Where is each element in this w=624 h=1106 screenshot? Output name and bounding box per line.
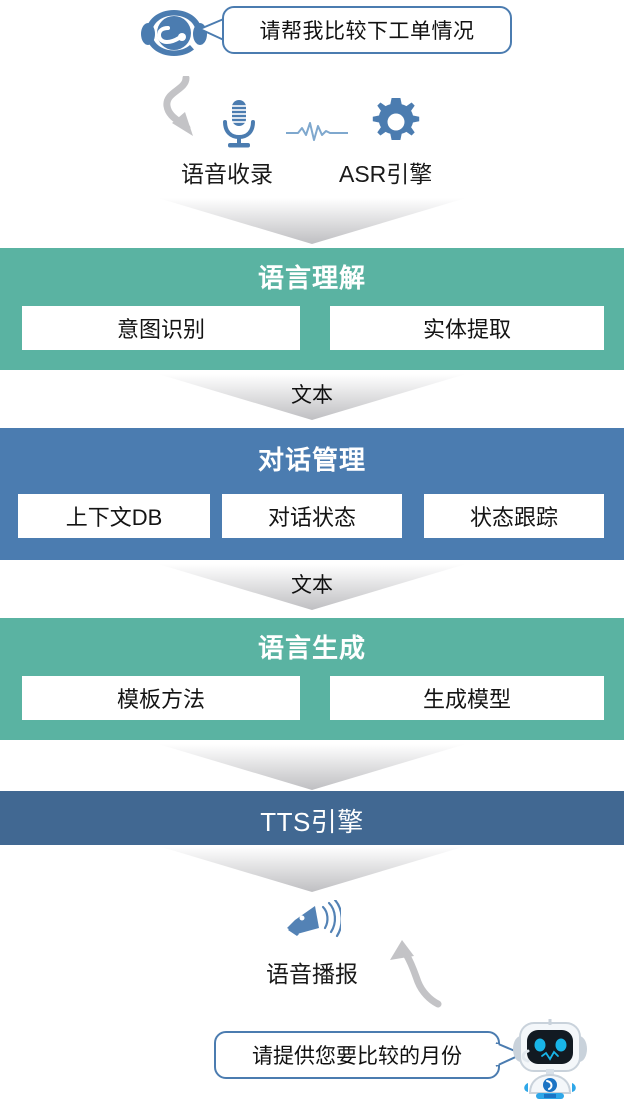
stage-nlu-box-1[interactable]: 实体提取 — [330, 306, 604, 350]
gear-icon — [372, 98, 420, 146]
stage-dm-box-0[interactable]: 上下文DB — [18, 494, 210, 538]
stage-nlg-box-1-label: 生成模型 — [422, 687, 511, 712]
bot-message-text: 请提供您要比较的月份 — [252, 1045, 462, 1068]
stage-nlu-box-0[interactable]: 意图识别 — [22, 306, 300, 350]
stage-nlg-title: 语言生成 — [257, 633, 366, 663]
connector-nlu-to-dm — [158, 374, 466, 420]
curved-arrow-up-icon — [372, 938, 444, 1008]
stage-nlu-box-1-label: 实体提取 — [422, 317, 511, 342]
stage-tts-title: TTS引擎 — [260, 807, 364, 837]
connector-tts-to-output — [158, 846, 466, 892]
capture-label-voice: 语音收录 — [181, 161, 273, 187]
headset-icon — [138, 4, 210, 62]
capture-label-asr: ASR引擎 — [339, 161, 433, 187]
connector-dm-to-nlg-label: 文本 — [291, 574, 333, 597]
waveform-icon — [285, 120, 349, 144]
speaker-icon — [285, 898, 343, 940]
stage-dm-box-1[interactable]: 对话状态 — [222, 494, 402, 538]
stage-nlg-box-1[interactable]: 生成模型 — [330, 676, 604, 720]
connector-dm-to-nlg — [158, 564, 466, 610]
stage-dm-box-0-label: 上下文DB — [65, 505, 163, 530]
curved-arrow-down-icon — [155, 74, 221, 148]
stage-nlg-box-0-label: 模板方法 — [116, 687, 205, 712]
stage-dm-box-1-label: 对话状态 — [267, 505, 356, 530]
bot-message-bubble: 请提供您要比较的月份 — [214, 1031, 500, 1079]
connector-nlu-to-dm-label: 文本 — [291, 384, 333, 407]
stage-nlg-box-0[interactable]: 模板方法 — [22, 676, 300, 720]
user-message-bubble: 请帮我比较下工单情况 — [222, 6, 512, 54]
stage-dm-box-2[interactable]: 状态跟踪 — [424, 494, 604, 538]
user-message-text: 请帮我比较下工单情况 — [259, 20, 475, 43]
stage-nlu-box-0-label: 意图识别 — [116, 317, 205, 342]
connector-capture-to-nlu — [158, 198, 466, 244]
connector-nlg-to-tts — [158, 744, 466, 790]
stage-nlu-title: 语言理解 — [257, 263, 366, 293]
microphone-icon — [216, 98, 262, 148]
stage-dm-title: 对话管理 — [257, 445, 366, 475]
robot-icon — [508, 1017, 592, 1101]
output-label: 语音播报 — [266, 961, 358, 987]
stage-tts-band — [0, 791, 624, 845]
stage-dm-box-2-label: 状态跟踪 — [469, 505, 558, 530]
